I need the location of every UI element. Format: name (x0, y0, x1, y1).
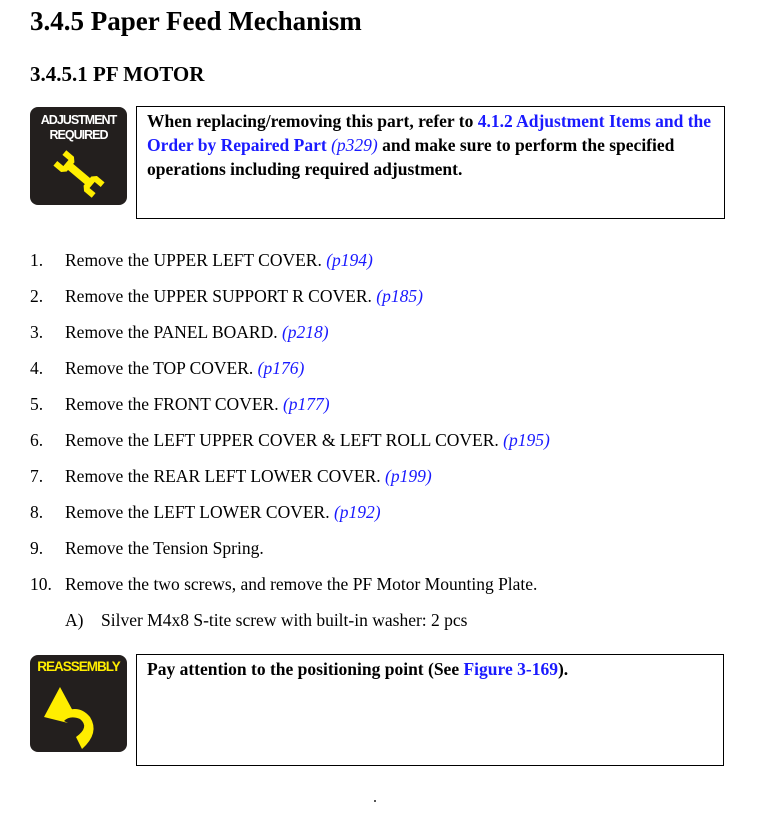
list-item: 4. Remove the TOP COVER. (p176) (30, 358, 304, 379)
substep: A) Silver M4x8 S-tite screw with built-in… (65, 610, 467, 631)
step-number: 5. (30, 394, 44, 414)
list-item: 9. Remove the Tension Spring. (30, 538, 264, 559)
step-number: 1. (30, 250, 44, 270)
figure-link[interactable]: Figure 3-169 (463, 659, 558, 679)
substep-text: Silver M4x8 S-tite screw with built-in w… (101, 610, 468, 630)
page-link[interactable]: (p199) (385, 466, 432, 486)
adjustment-link[interactable]: 4.1.2 Adjustment Items and the Order by … (147, 111, 712, 155)
note-text: ). (557, 659, 569, 679)
step-text: Remove the PANEL BOARD. (65, 322, 282, 342)
list-item: 7. Remove the REAR LEFT LOWER COVER. (p19… (30, 466, 432, 487)
step-text: Remove the two screws, and remove the PF… (65, 574, 538, 594)
page-link[interactable]: (p194) (326, 250, 373, 270)
reassembly-note-box: Pay attention to the positioning point (… (136, 654, 724, 766)
step-number: 4. (30, 358, 44, 378)
note-text: and make sure to perform the specified o… (147, 135, 675, 179)
step-number: 8. (30, 502, 44, 522)
page-link[interactable]: (p176) (257, 358, 305, 378)
page-link[interactable]: (p192) (333, 502, 381, 522)
step-number: 9. (30, 538, 44, 558)
step-text: Remove the FRONT COVER. (65, 394, 283, 414)
badge-label: ADJUSTMENT (40, 113, 117, 127)
list-item: 8. Remove the LEFT LOWER COVER. (p192) (30, 502, 381, 523)
adjustment-required-badge: ADJUSTMENT REQUIRED (30, 107, 127, 205)
step-text: Remove the UPPER SUPPORT R COVER. (65, 286, 377, 306)
page-dot (374, 800, 376, 802)
note-text: When replacing/removing this part, refer… (147, 111, 478, 131)
step-number: 7. (30, 466, 44, 486)
list-item: 1. Remove the UPPER LEFT COVER. (p194) (30, 250, 373, 271)
step-number: 6. (30, 430, 44, 450)
badge-label: REASSEMBLY (37, 659, 121, 674)
step-text: Remove the LEFT LOWER COVER. (65, 502, 334, 522)
subsection-title: 3.4.5.1 PF MOTOR (30, 62, 205, 86)
step-text: Remove the LEFT UPPER COVER & LEFT ROLL … (65, 430, 504, 450)
list-item: 5. Remove the FRONT COVER. (p177) (30, 394, 330, 415)
substep-label: A) (65, 610, 84, 630)
list-item: 2. Remove the UPPER SUPPORT R COVER. (p18… (30, 286, 423, 307)
step-text: Remove the Tension Spring. (65, 538, 264, 558)
step-text: Remove the UPPER LEFT COVER. (65, 250, 327, 270)
adjustment-note-box: When replacing/removing this part, refer… (136, 106, 725, 219)
page-link[interactable]: (p218) (281, 322, 329, 342)
badge-label: REQUIRED (49, 128, 109, 142)
reassembly-badge: REASSEMBLY (30, 655, 127, 752)
list-item: 6. Remove the LEFT UPPER COVER & LEFT ROL… (30, 430, 550, 451)
list-item: 3. Remove the PANEL BOARD. (p218) (30, 322, 329, 343)
step-text: Remove the REAR LEFT LOWER COVER. (65, 466, 385, 486)
wrench-icon (53, 150, 105, 198)
note-text: Pay attention to the positioning point (… (147, 659, 464, 679)
return-arrow-icon (44, 687, 94, 749)
step-number: 10. (30, 574, 52, 594)
page-link[interactable]: (p195) (503, 430, 550, 450)
page-link[interactable]: (p185) (376, 286, 423, 306)
step-number: 3. (30, 322, 44, 342)
step-number: 2. (30, 286, 44, 306)
list-item: 10. Remove the two screws, and remove the… (30, 574, 537, 595)
step-text: Remove the TOP COVER. (65, 358, 258, 378)
section-title: 3.4.5 Paper Feed Mechanism (30, 6, 362, 36)
page-link[interactable]: (p177) (282, 394, 330, 414)
